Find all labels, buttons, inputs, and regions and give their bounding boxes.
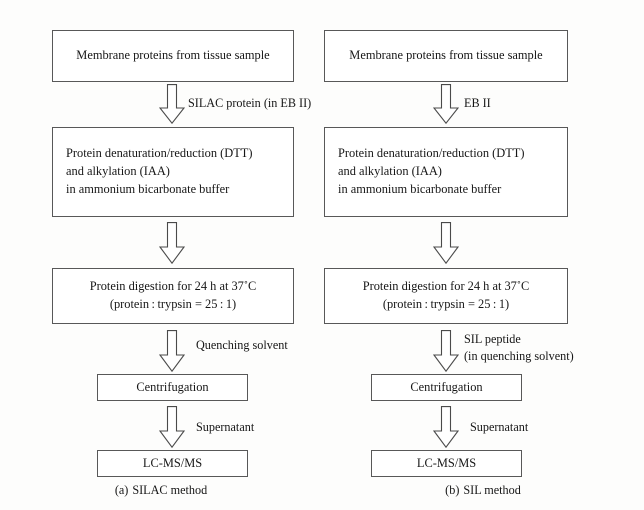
- edge-label-quenching-solvent: Quenching solvent: [196, 337, 288, 354]
- node-line: Membrane proteins from tissue sample: [349, 48, 543, 62]
- node-centrifugation-b: Centrifugation: [371, 374, 522, 401]
- node-line: (protein : trypsin = 25 : 1): [109, 297, 237, 311]
- arrow-membrane-to-denaturation-a: [159, 84, 185, 124]
- node-line: Centrifugation: [410, 379, 483, 394]
- caption-text: SILAC method: [132, 483, 208, 497]
- node-line: Membrane proteins from tissue sample: [76, 48, 270, 62]
- caption-panel-b: (b)SIL method: [322, 483, 644, 498]
- edge-label-supernatant-a: Supernatant: [196, 419, 254, 436]
- edge-label-line: (in quenching solvent): [464, 349, 574, 364]
- edge-label-line: Supernatant: [196, 420, 255, 434]
- node-line: LC-MS/MS: [142, 455, 203, 470]
- node-denaturation-a: Protein denaturation/reduction (DTT) and…: [52, 127, 294, 217]
- arrow-denaturation-to-digestion-a: [159, 222, 185, 264]
- node-membrane-proteins-b: Membrane proteins from tissue sample: [324, 30, 568, 82]
- arrow-membrane-to-denaturation-b: [433, 84, 459, 124]
- edge-label-line: Quenching solvent: [196, 338, 288, 352]
- edge-label-sil-peptide: SIL peptide (in quenching solvent): [464, 331, 574, 365]
- node-lc-ms-ms-a: LC-MS/MS: [97, 450, 248, 477]
- node-line: Protein denaturation/reduction (DTT): [338, 146, 525, 161]
- arrow-centrifugation-to-lcmsms-a: [159, 406, 185, 448]
- node-line: in ammonium bicarbonate buffer: [338, 181, 502, 196]
- arrow-denaturation-to-digestion-b: [433, 222, 459, 264]
- edge-label-line: SIL peptide: [464, 332, 521, 346]
- edge-label-line: Supernatant: [470, 420, 529, 434]
- arrow-digestion-to-centrifugation-a: [159, 330, 185, 372]
- node-denaturation-b: Protein denaturation/reduction (DTT) and…: [324, 127, 568, 217]
- node-line: and alkylation (IAA): [66, 164, 170, 178]
- caption-text: SIL method: [463, 483, 521, 497]
- node-centrifugation-a: Centrifugation: [97, 374, 248, 401]
- edge-label-supernatant-b: Supernatant: [470, 419, 528, 436]
- caption-tag: (a): [114, 483, 129, 497]
- node-line: and alkylation (IAA): [338, 164, 442, 178]
- node-line: Protein digestion for 24 h at 37˚C: [362, 279, 530, 294]
- node-digestion-a: Protein digestion for 24 h at 37˚C (prot…: [52, 268, 294, 324]
- panel-silac-method: Membrane proteins from tissue sample SIL…: [0, 30, 322, 498]
- arrow-digestion-to-centrifugation-b: [433, 330, 459, 372]
- node-line: in ammonium bicarbonate buffer: [66, 181, 230, 196]
- node-line: Protein digestion for 24 h at 37˚C: [89, 279, 257, 294]
- panel-sil-method: Membrane proteins from tissue sample EB …: [322, 0, 644, 510]
- node-lc-ms-ms-b: LC-MS/MS: [371, 450, 522, 477]
- edge-label-eb-ii: EB II: [464, 95, 491, 112]
- edge-label-silac-protein: SILAC protein (in EB II): [188, 95, 311, 112]
- node-membrane-proteins-a: Membrane proteins from tissue sample: [52, 30, 294, 82]
- edge-label-line: EB II: [464, 96, 491, 110]
- node-digestion-b: Protein digestion for 24 h at 37˚C (prot…: [324, 268, 568, 324]
- node-line: LC-MS/MS: [416, 455, 477, 470]
- node-line: Protein denaturation/reduction (DTT): [66, 146, 253, 161]
- arrow-centrifugation-to-lcmsms-b: [433, 406, 459, 448]
- node-line: Centrifugation: [136, 379, 209, 394]
- edge-label-line: SILAC protein (in EB II): [188, 96, 312, 110]
- caption-tag: (b): [445, 483, 460, 497]
- node-line: (protein : trypsin = 25 : 1): [382, 297, 510, 311]
- caption-panel-a: (a)SILAC method: [0, 483, 322, 498]
